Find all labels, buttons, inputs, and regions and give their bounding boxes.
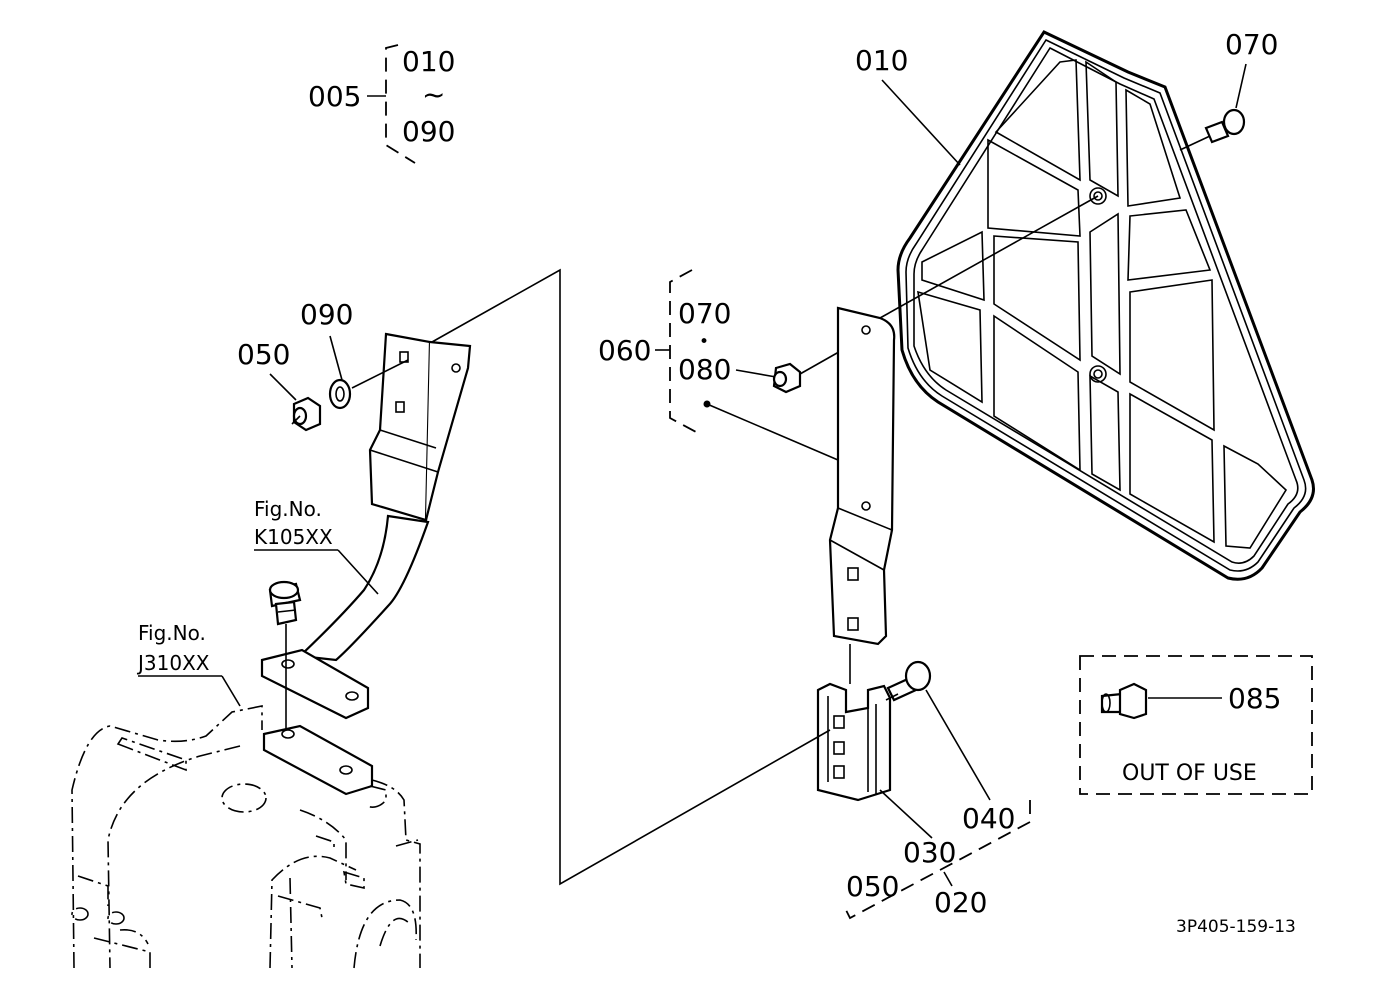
bolt-icon (1204, 108, 1246, 144)
reflector-bracket-icon (828, 306, 896, 646)
part-090-label: 090 (300, 298, 353, 331)
group-060-dot: • (699, 332, 709, 352)
group-020-label: 020 (934, 886, 987, 919)
triangular-reflector-icon (896, 30, 1315, 581)
bolt-icon (885, 660, 932, 702)
part-040-label: 040 (962, 802, 1015, 835)
nut-icon (292, 396, 322, 432)
group-005-tilde: ~ (422, 78, 445, 111)
group-060-070-label: 070 (678, 297, 731, 330)
part-030-label: 030 (903, 836, 956, 869)
mounting-rod-icon (260, 332, 472, 720)
group-005-from-label: 010 (402, 45, 455, 78)
group-005-callout: 005 010 ~ 090 (308, 44, 455, 164)
bolt-icon (268, 580, 302, 626)
group-060-080-label: 080 (678, 353, 731, 386)
drawing-number: 3P405-159-13 (1176, 917, 1296, 937)
part-050-left-label: 050 (237, 338, 290, 371)
bolt-icon (1100, 682, 1148, 720)
group-060-callout: 060 070 • 080 (598, 269, 839, 461)
fig-ref-1-label: K105XX (254, 525, 333, 549)
channel-clip-icon (816, 682, 892, 802)
part-010-label: 010 (855, 44, 908, 77)
group-060-label: 060 (598, 334, 651, 367)
group-005-label: 005 (308, 80, 361, 113)
fig-no-1-label: Fig.No. (254, 497, 322, 521)
group-005-to-label: 090 (402, 115, 455, 148)
out-of-use-label: OUT OF USE (1122, 761, 1257, 786)
fig-no-2-label: Fig.No. (138, 621, 206, 645)
part-050-bottom-label: 050 (846, 870, 899, 903)
washer-icon (328, 378, 352, 410)
part-070-top-label: 070 (1225, 28, 1278, 61)
transmission-housing-icon (71, 705, 421, 969)
fig-ref-2-label: J310XX (136, 651, 210, 675)
out-of-use-box: 085 OUT OF USE (1079, 655, 1313, 795)
part-085-label: 085 (1228, 682, 1281, 715)
